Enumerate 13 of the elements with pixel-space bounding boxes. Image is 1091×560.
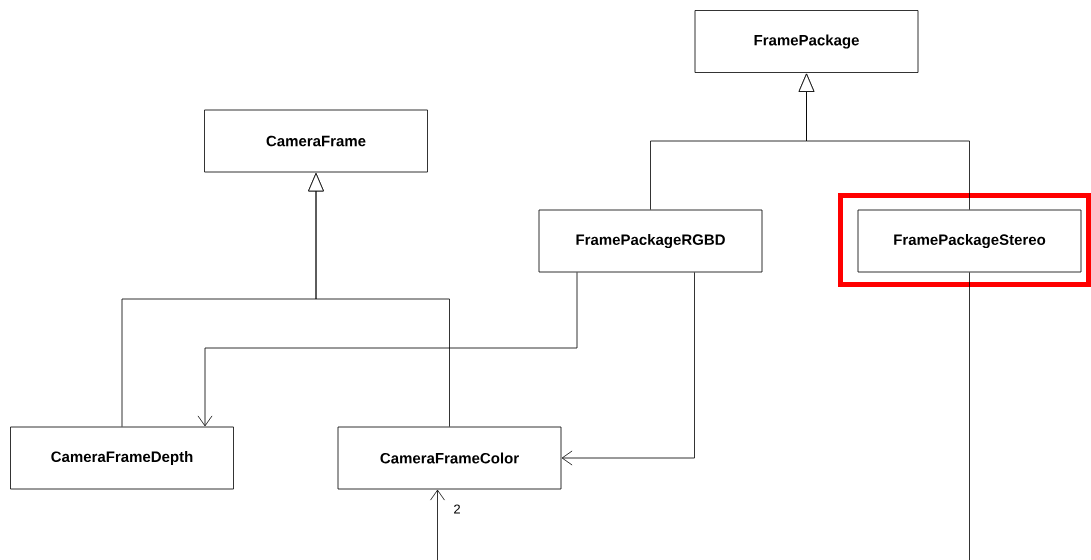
connector bbox=[308, 173, 450, 427]
class-box: CameraFrameColor bbox=[337, 426, 562, 490]
class-box: FramePackage bbox=[694, 10, 919, 73]
class-box: FramePackageStereo bbox=[857, 209, 1082, 273]
connector bbox=[969, 272, 970, 560]
connector bbox=[197, 272, 578, 427]
class-box: FramePackageRGBD bbox=[538, 209, 763, 273]
class-box: CameraFrameDepth bbox=[10, 426, 234, 490]
connector bbox=[430, 489, 445, 560]
connector bbox=[798, 73, 970, 210]
class-box: CameraFrame bbox=[204, 109, 428, 173]
connector bbox=[561, 272, 695, 466]
edge-label: 2 bbox=[454, 504, 460, 514]
